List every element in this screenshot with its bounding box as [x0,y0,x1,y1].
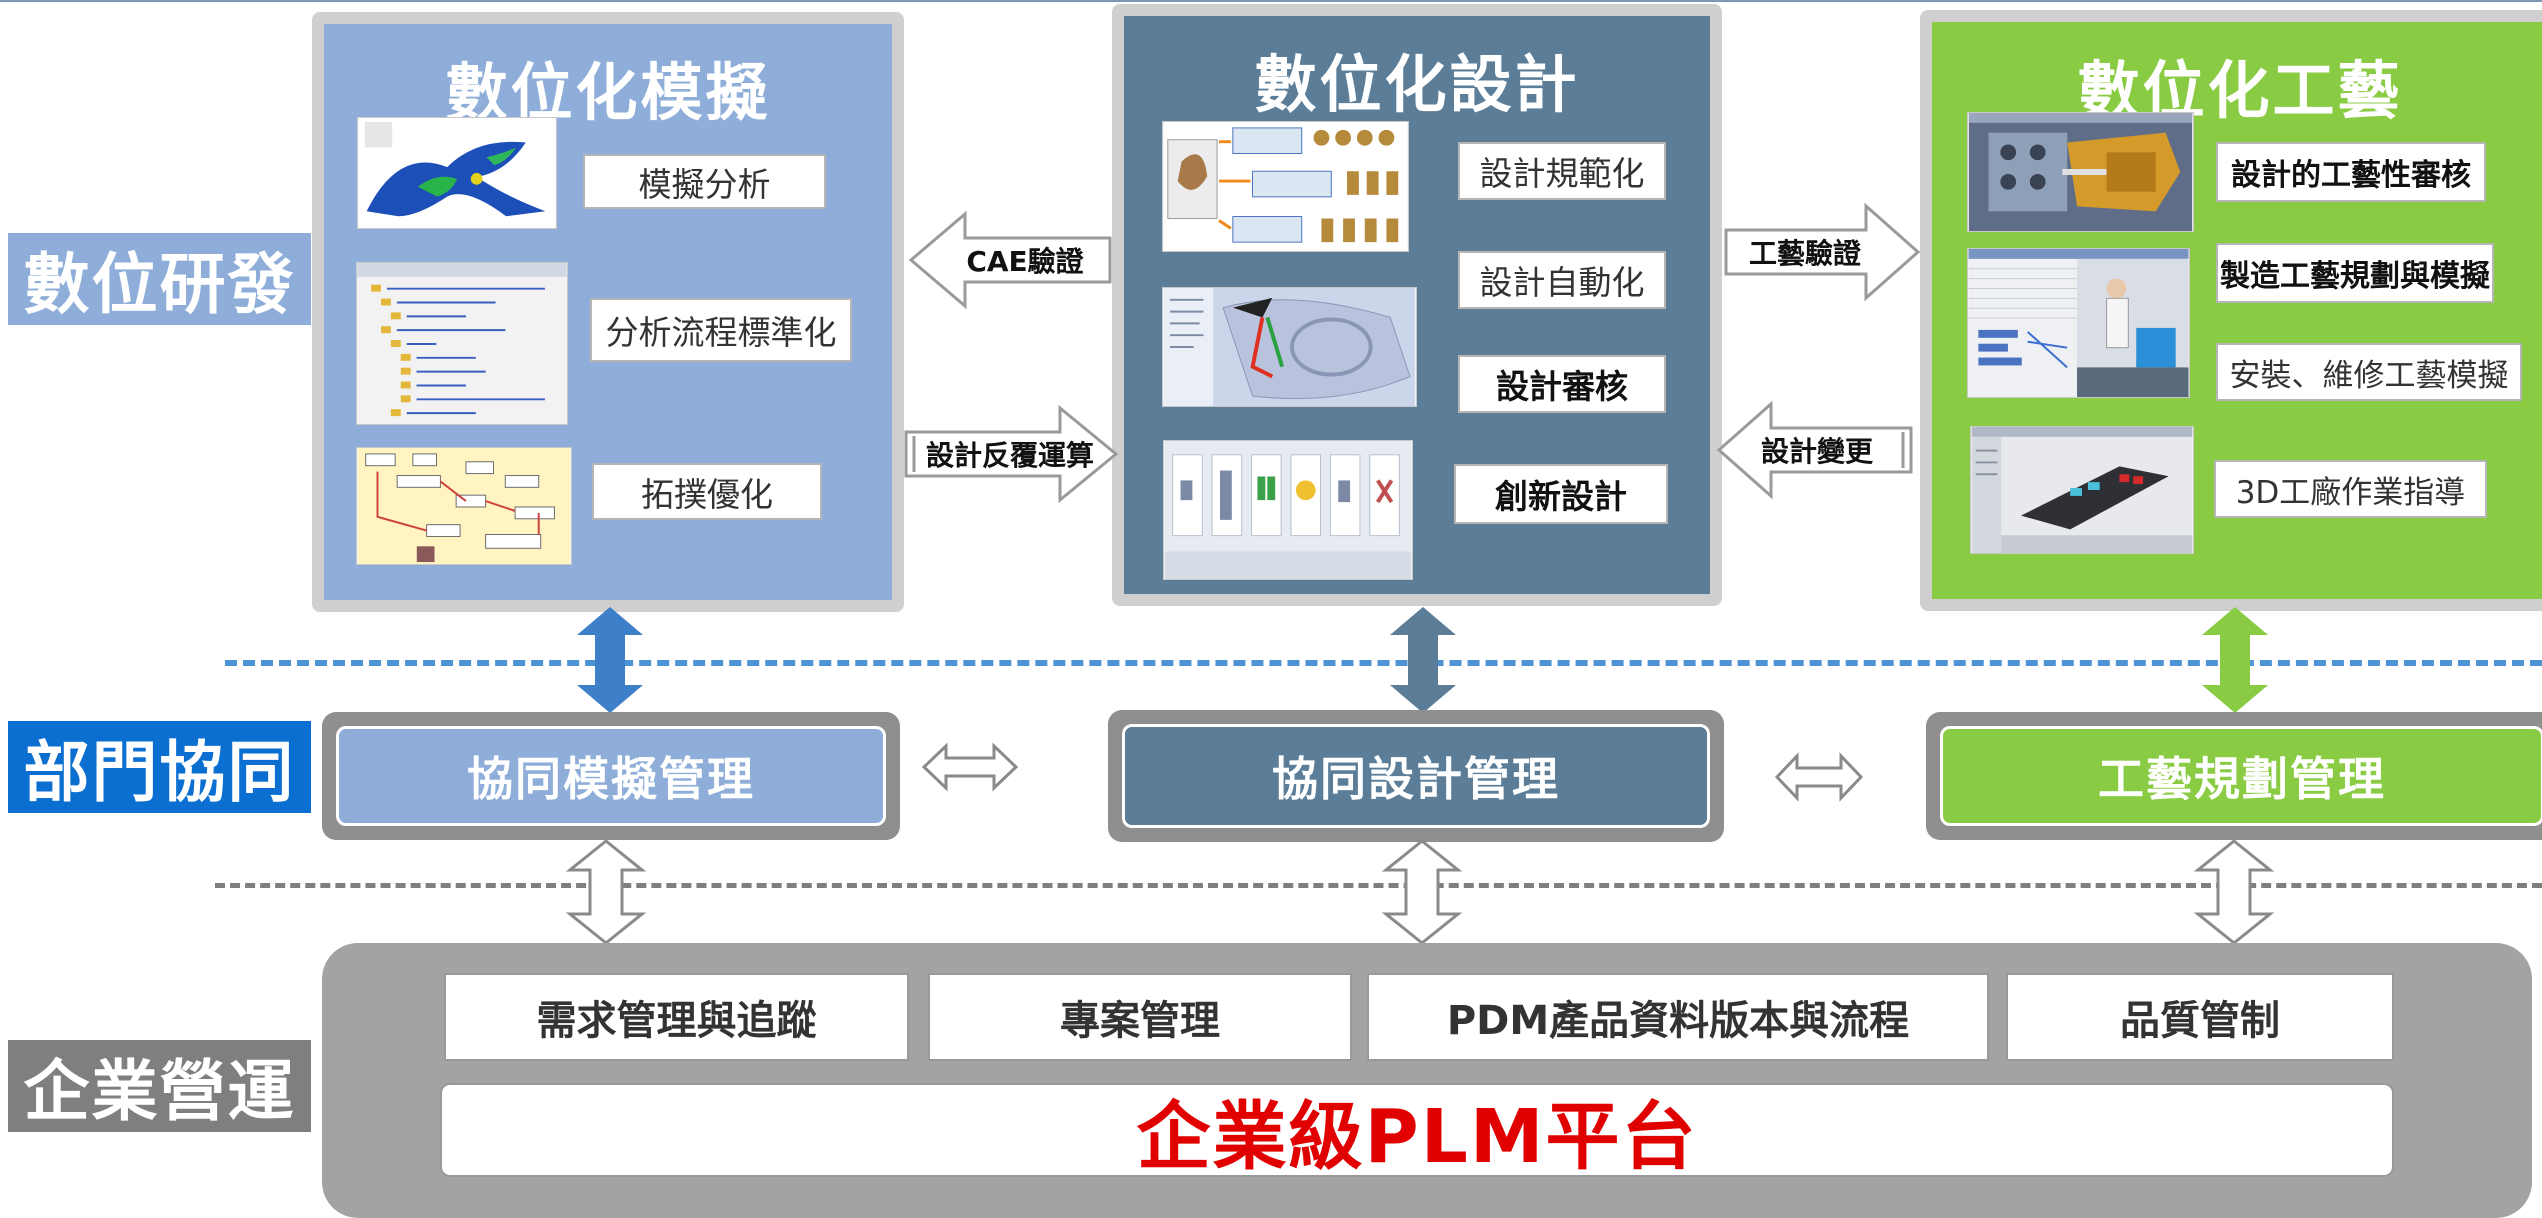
module-pdm: PDM產品資料版本與流程 [1367,973,1989,1061]
bidirectional-arrow-2-icon [1774,752,1864,802]
divider-rd-dept [225,660,2542,666]
divider-dept-ops [215,883,2542,888]
collab-design-mgmt: 協同設計管理 [1108,710,1724,842]
module-quality: 品質管制 [2006,973,2394,1061]
thumb-topology-flow [356,447,572,565]
arrow-process-verify-icon [1724,202,1921,302]
plm-platform-title: 企業級PLM平台 [440,1083,2394,1180]
item-sim-analysis: 模擬分析 [583,154,826,209]
label-digital-rd: 數位研發 [8,233,311,325]
module-requirements: 需求管理與追蹤 [444,973,909,1061]
updown-arrow-sim-platform-icon [566,839,646,945]
item-3d-factory: 3D工廠作業指導 [2214,460,2487,518]
label-dept-collab: 部門協同 [8,721,311,813]
thumb-design-rules [1162,121,1409,252]
arrow-design-change-icon [1716,400,1913,500]
module-project: 專案管理 [928,973,1352,1061]
panel-title-simulation: 數位化模擬 [445,56,771,129]
updown-arrow-sim-icon [577,607,643,713]
collab-sim-mgmt-label: 協同模擬管理 [336,726,886,826]
item-design-innovate: 創新設計 [1454,464,1668,524]
label-design-feedback: 設計反覆運算 [925,439,1094,472]
thumb-fea-result [357,117,557,229]
item-design-auto: 設計自動化 [1458,251,1666,309]
updown-arrow-design-icon [1390,607,1456,713]
arrow-design-feedback-icon [904,404,1119,504]
updown-arrow-design-platform-icon [1382,839,1462,945]
collab-process-mgmt-label: 工藝規劃管理 [1940,726,2542,826]
thumb-3d-factory [1970,426,2194,554]
thumb-process-review [1967,112,2194,232]
collab-process-mgmt: 工藝規劃管理 [1926,712,2542,840]
top-border-line [0,0,2542,2]
item-design-norm: 設計規範化 [1458,142,1666,200]
item-process-standardize: 分析流程標準化 [590,298,852,362]
item-design-review: 設計審核 [1458,355,1666,413]
item-process-planning: 製造工藝規劃與模擬 [2216,243,2494,303]
panel-title-design: 數位化設計 [1254,48,1580,121]
arrow-cae-verify-icon [908,210,1112,310]
label-enterprise-ops: 企業營運 [8,1040,311,1132]
label-design-change: 設計變更 [1760,435,1873,468]
item-process-review: 設計的工藝性審核 [2216,142,2486,202]
thumb-process-planning [1967,248,2190,398]
thumb-design-innovate [1163,440,1413,580]
updown-arrow-process-icon [2202,607,2268,713]
item-topology-opt: 拓撲優化 [592,463,822,520]
bidirectional-arrow-1-icon [921,742,1019,792]
collab-design-mgmt-label: 協同設計管理 [1122,724,1710,828]
thumb-process-tree [356,262,568,425]
updown-arrow-process-platform-icon [2194,839,2274,945]
item-install-maintain: 安裝、維修工藝模擬 [2216,343,2522,401]
collab-sim-mgmt: 協同模擬管理 [322,712,900,840]
thumb-design-auto [1162,287,1417,407]
label-cae-verify: CAE驗證 [966,245,1084,278]
label-process-verify: 工藝驗證 [1748,237,1861,270]
